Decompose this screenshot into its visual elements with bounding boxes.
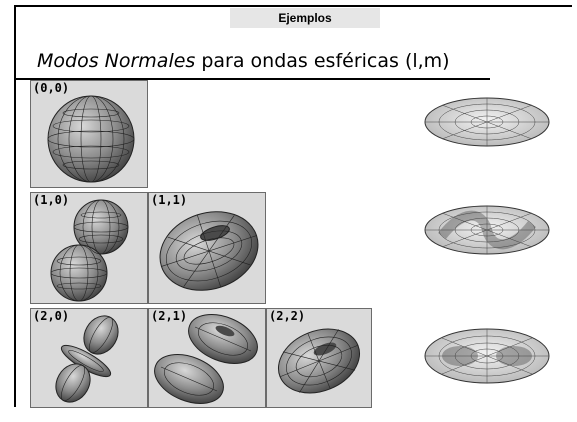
mode-cell-1-0: (1,0) bbox=[30, 192, 148, 304]
mode-label: (0,0) bbox=[33, 81, 70, 95]
mode-cell-2-0: (2,0) bbox=[30, 308, 148, 408]
title-underline bbox=[14, 78, 490, 80]
mode-cell-1-1: (1,1) bbox=[148, 192, 266, 304]
quadrupole-sectoral-mode-figure bbox=[277, 328, 361, 394]
mode-label: (1,0) bbox=[33, 193, 70, 207]
title-italic: Modos Normales bbox=[37, 50, 196, 72]
mode-cell-0-0: (0,0) bbox=[30, 80, 148, 188]
mode-label: (2,2) bbox=[269, 309, 306, 323]
slide-frame bbox=[14, 5, 572, 407]
quadrupole-tilted-mode-figure bbox=[154, 314, 258, 404]
torus-mode-figure bbox=[159, 211, 259, 291]
mode-cell-2-2: (2,2) bbox=[266, 308, 372, 408]
sphere-mode-figure bbox=[47, 95, 135, 183]
mode-label: (2,1) bbox=[151, 309, 188, 323]
mode-label: (2,0) bbox=[33, 309, 70, 323]
slide-header: Ejemplos bbox=[230, 8, 380, 28]
dipole-mode-figure bbox=[50, 199, 129, 302]
surface-view-2-2 bbox=[424, 328, 550, 384]
mode-cell-2-1: (2,1) bbox=[148, 308, 266, 408]
quadrupole-axial-mode-figure bbox=[55, 315, 119, 403]
header-label: Ejemplos bbox=[278, 11, 332, 25]
mode-label: (1,1) bbox=[151, 193, 188, 207]
title-rest: para ondas esféricas (l,m) bbox=[195, 50, 450, 72]
surface-view-0-0 bbox=[424, 97, 550, 147]
surface-view-1-1 bbox=[424, 205, 550, 255]
slide-title: Modos Normales para ondas esféricas (l,m… bbox=[37, 50, 450, 72]
